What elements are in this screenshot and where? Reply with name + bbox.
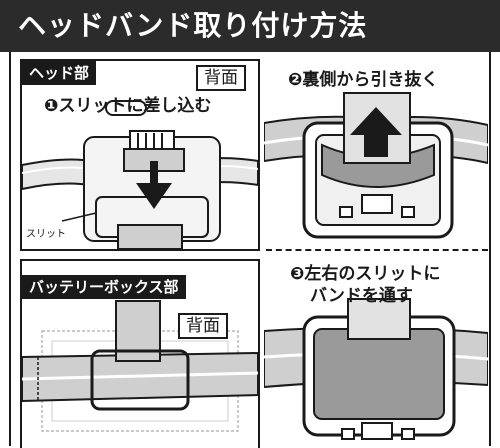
content-frame xyxy=(9,52,491,446)
step-2-text: ❷裏側から引き抜く xyxy=(288,70,439,90)
step-3-line2: バンドを通す xyxy=(310,286,413,306)
section-label-head: ヘッド部 xyxy=(22,61,97,85)
step-1-text: ❶スリットに差し込む xyxy=(44,96,212,116)
panel-pull-through: ❷裏側から引き抜く xyxy=(264,59,488,247)
page-title: ヘッドバンド取り付け方法 xyxy=(0,0,500,52)
panel-thread-band: ❸左右のスリットに バンドを通す xyxy=(264,259,488,446)
thread-band-illustration xyxy=(264,298,488,440)
pull-through-illustration xyxy=(264,92,488,239)
panel-head-unit: ヘッド部 背面 ❶スリットに差し込む スリット xyxy=(20,59,260,251)
panel-divider xyxy=(266,249,488,251)
section-label-battery: バッテリーボックス部 xyxy=(22,275,186,299)
step-3-line1: ❸左右のスリットに xyxy=(290,264,441,284)
panel-battery-box: バッテリーボックス部 背面 xyxy=(20,259,260,448)
side-label-back: 背面 xyxy=(196,65,246,91)
side-label-back-battery: 背面 xyxy=(178,313,228,339)
slit-callout: スリット xyxy=(26,229,66,240)
head-unit-illustration xyxy=(22,100,258,249)
battery-box-illustration xyxy=(22,300,258,432)
